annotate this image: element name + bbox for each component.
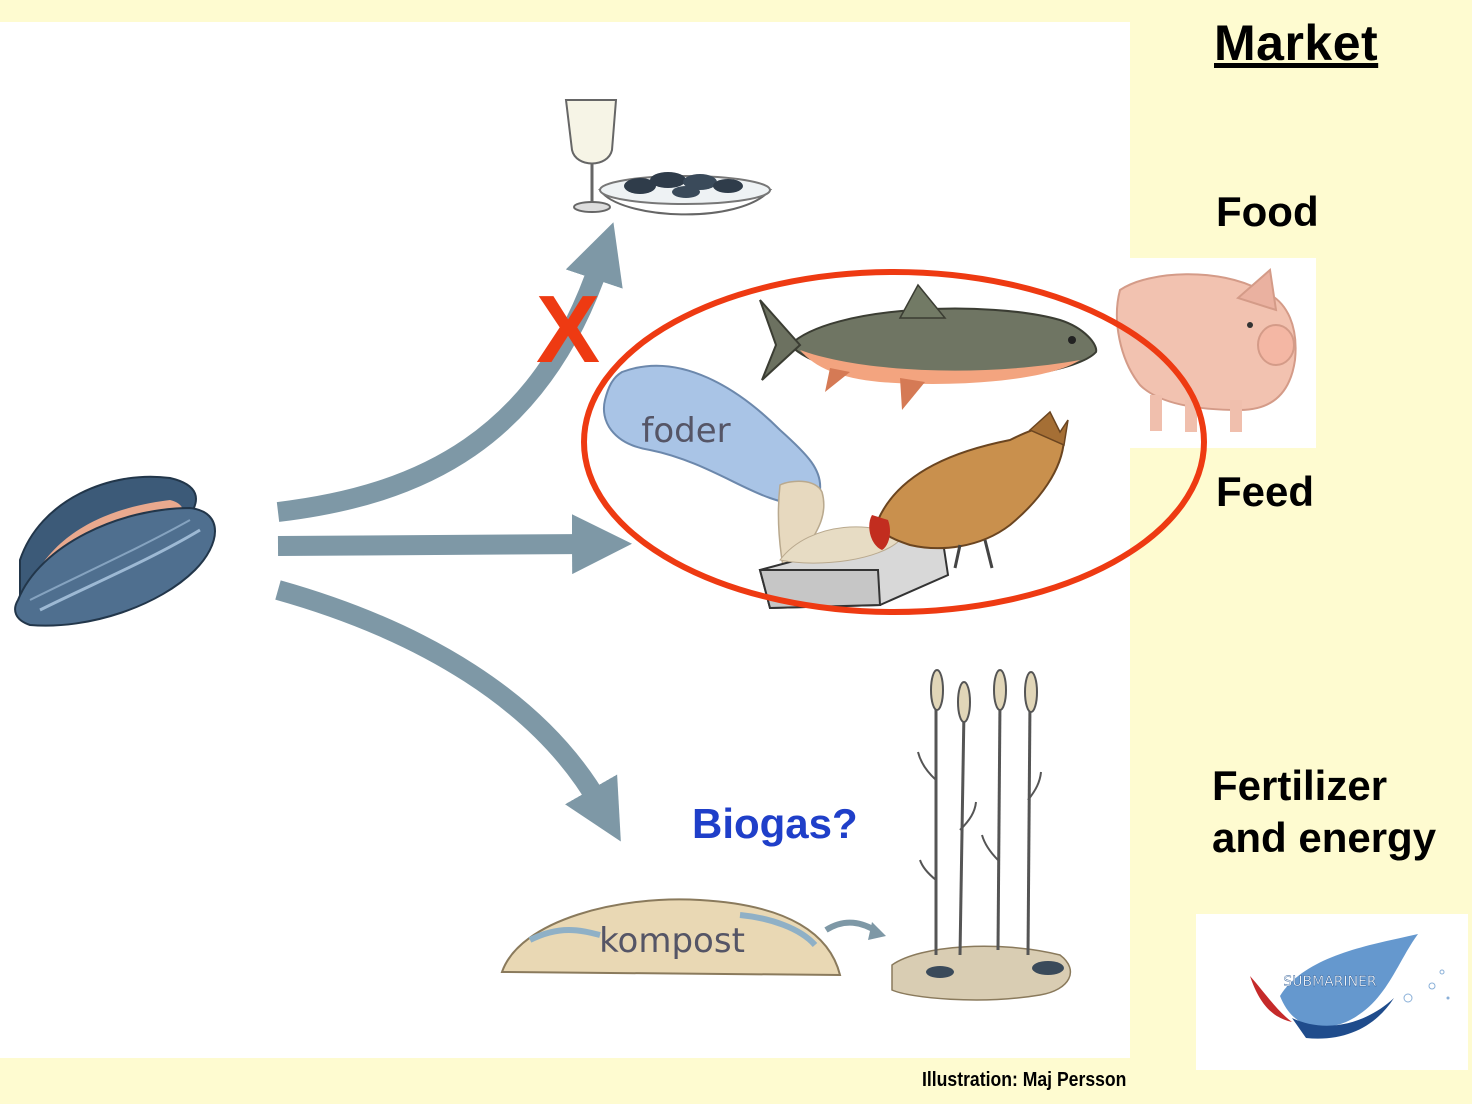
fertilizer-energy-label: Fertilizer and energy (1212, 760, 1436, 864)
illustration-credit: Illustration: Maj Persson (922, 1069, 1126, 1092)
foder-label: foder (641, 411, 730, 451)
fish-illustration (760, 285, 1096, 410)
compost-heap-illustration: kompost (502, 899, 886, 975)
submariner-logo-graphic: SUBMARINER (1196, 914, 1468, 1070)
energy-line: and energy (1212, 812, 1436, 864)
submariner-logo-text: SUBMARINER (1283, 974, 1377, 990)
food-label: Food (1216, 188, 1319, 236)
biogas-label: Biogas? (692, 800, 858, 848)
kompost-label: kompost (599, 921, 745, 961)
food-plate-illustration (566, 100, 770, 214)
crossed-out-mark: X (536, 276, 600, 383)
market-heading: Market (1214, 14, 1378, 72)
arrow-to-feed (278, 544, 590, 546)
fertilizer-line: Fertilizer (1212, 760, 1436, 812)
wheat-field-illustration (892, 670, 1070, 1000)
submariner-logo: SUBMARINER (1196, 914, 1468, 1070)
feed-label: Feed (1216, 468, 1314, 516)
pig-photo (1100, 258, 1316, 448)
arrow-to-compost (278, 590, 600, 805)
mussel-illustration (15, 477, 215, 626)
